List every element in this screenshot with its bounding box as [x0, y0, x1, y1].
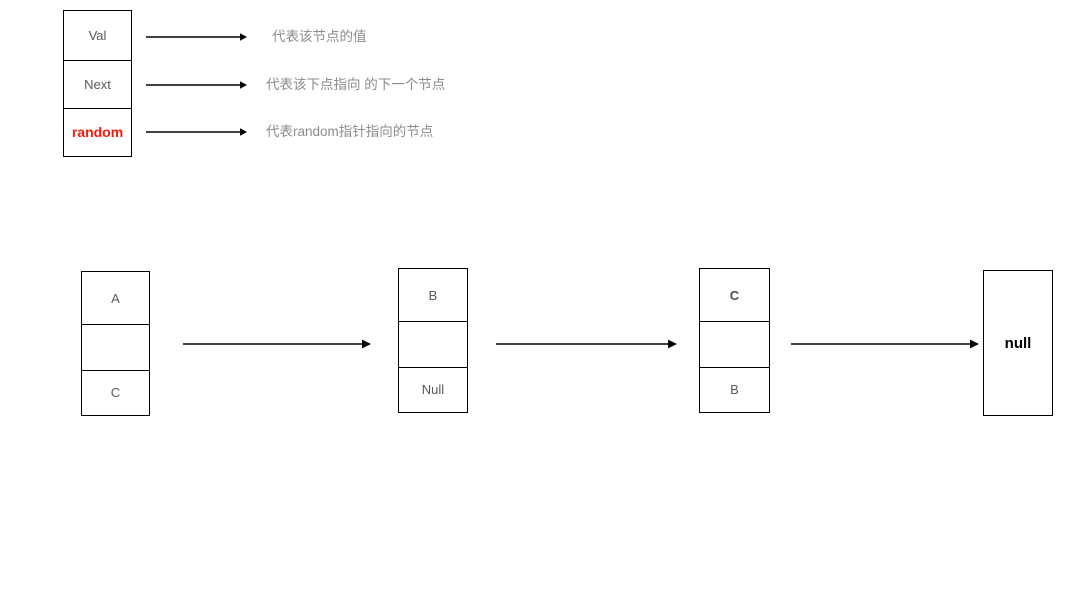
legend-cell-val: Val	[88, 28, 107, 44]
node-a-random-cell: C	[82, 369, 149, 415]
legend-label-next: 代表该下点指向 的下一个节点	[266, 77, 446, 92]
linked-list-terminal-null: null	[983, 270, 1053, 416]
chain-arrow-c-to-null	[791, 337, 979, 351]
node-b-next-cell	[399, 321, 467, 366]
node-b-val-cell: B	[428, 287, 438, 303]
node-a-val-cell: A	[111, 290, 120, 306]
chain-arrow-a-to-b	[183, 337, 371, 351]
linked-list-node-b: B Null	[398, 268, 468, 413]
node-a-next-cell	[82, 324, 149, 369]
legend-arrow-random	[146, 126, 247, 138]
legend-arrow-next	[146, 79, 247, 91]
terminal-null-label: null	[1004, 334, 1032, 352]
legend-cell-next: Next	[64, 60, 131, 107]
legend-label-random: 代表random指针指向的节点	[266, 124, 434, 139]
node-c-val-cell: C	[729, 287, 740, 303]
legend-node-box: Val Next random	[63, 10, 132, 157]
node-c-random-cell: B	[700, 366, 769, 412]
legend-arrow-val	[146, 31, 247, 43]
legend-cell-random: random	[64, 107, 131, 156]
chain-arrow-b-to-c	[496, 337, 677, 351]
legend-label-val: 代表该节点的值	[272, 29, 367, 44]
node-b-random-cell: Null	[399, 366, 467, 412]
node-c-next-cell	[700, 321, 769, 366]
linked-list-node-a: A C	[81, 271, 150, 416]
linked-list-node-c: C B	[699, 268, 770, 413]
